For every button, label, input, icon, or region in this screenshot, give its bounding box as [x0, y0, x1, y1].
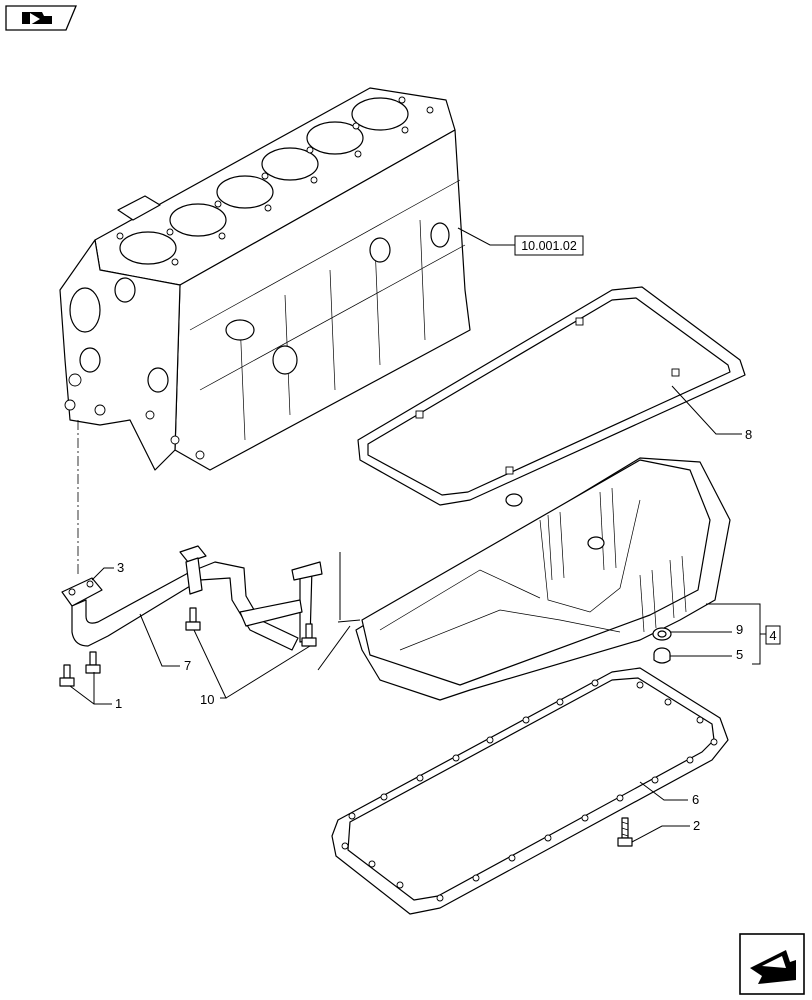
leader-lines — [69, 385, 766, 843]
arrow-left-icon — [22, 12, 52, 25]
callout-3: 3 — [117, 560, 124, 575]
callout-4: 4 — [769, 628, 776, 643]
callout-10: 10 — [200, 692, 214, 707]
upper-gasket — [357, 286, 746, 506]
oil-suction-pipe — [61, 545, 299, 651]
callout-4-box[interactable]: 4 — [765, 625, 781, 645]
bracket-bolt — [301, 623, 317, 647]
callout-9: 9 — [736, 622, 743, 637]
reference-box-10-001-02[interactable]: 10.001.02 — [514, 235, 584, 256]
arrow-right-icon — [750, 950, 796, 984]
engine-block — [59, 87, 471, 471]
pan-bolt — [617, 817, 633, 847]
oil-pan — [355, 457, 731, 701]
prev-page-button[interactable] — [5, 5, 77, 31]
guide-line — [317, 625, 351, 671]
pipe-bolt — [85, 651, 101, 674]
callout-1: 1 — [115, 696, 122, 711]
pipe-bolt — [59, 664, 75, 687]
callout-5: 5 — [736, 647, 743, 662]
bracket-bolt — [185, 607, 201, 631]
drain-plug — [653, 647, 671, 664]
reference-label: 10.001.02 — [521, 239, 577, 253]
guide-line — [337, 619, 361, 623]
seal-ring — [652, 627, 672, 641]
ref-leader-line — [457, 227, 515, 246]
next-page-button[interactable] — [739, 933, 805, 995]
lower-gasket-frame — [331, 667, 729, 915]
callout-7: 7 — [184, 658, 191, 673]
callout-8: 8 — [745, 427, 752, 442]
callout-2: 2 — [693, 818, 700, 833]
callout-6: 6 — [692, 792, 699, 807]
